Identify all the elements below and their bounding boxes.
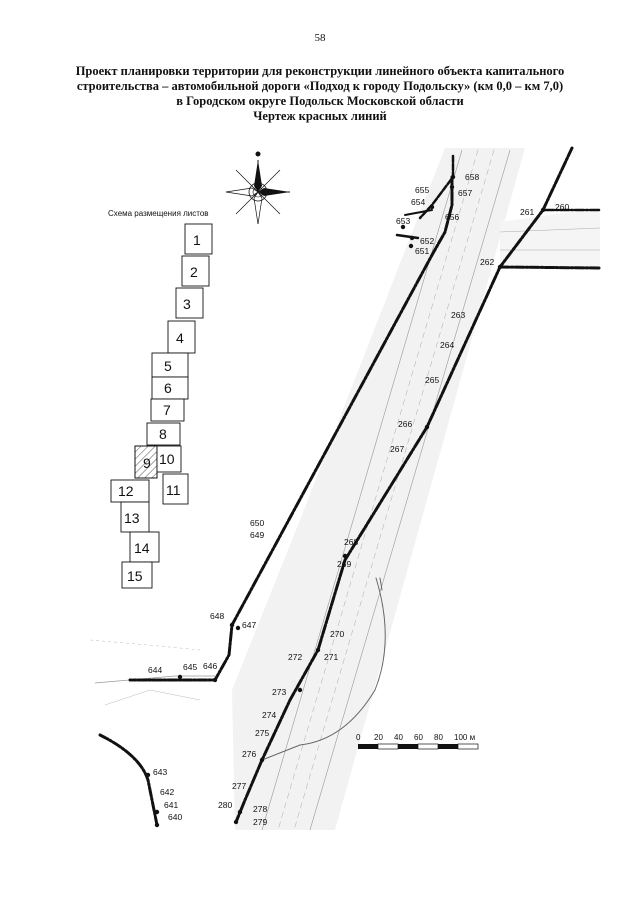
point-labels: 658 655 657 654 653 656 652 651 261 2 6 0 … (148, 172, 569, 827)
point-label-657: 657 (458, 188, 472, 198)
road-corridor (89, 148, 601, 831)
sheet-11-label: 11 (166, 482, 181, 498)
point-label-261: 261 (520, 207, 534, 217)
sheet-5: 5 (151, 352, 189, 378)
point-label-274: 274 (262, 710, 276, 720)
point-label-264: 264 (440, 340, 454, 350)
point-markers (145, 174, 546, 828)
point-label-276: 276 (242, 749, 256, 759)
point-label-650: 650 (250, 518, 264, 528)
sheet-8: 8 (146, 422, 181, 446)
sheet-9-label: 9 (143, 455, 151, 471)
title-line-3: в Городском округе Подольск Московской о… (176, 94, 464, 108)
point-label-645: 645 (183, 662, 197, 672)
point-label-275: 275 (255, 728, 269, 738)
scale-tick-60: 60 (414, 733, 423, 742)
sheet-12-label: 12 (118, 483, 134, 499)
sheet-13-label: 13 (124, 510, 140, 526)
sheet-7-label: 7 (163, 402, 171, 418)
point-label-654: 654 (411, 197, 425, 207)
point-label-269: 269 (337, 559, 351, 569)
point-label-273: 273 (272, 687, 286, 697)
point-label-653: 653 (396, 216, 410, 226)
page-number: 58 (314, 32, 326, 44)
point-label-272: 272 (288, 652, 302, 662)
point-label-266: 266 (398, 419, 412, 429)
point-label-643: 643 (153, 767, 167, 777)
point-label-656: 656 (445, 212, 459, 222)
scale-tick-40: 40 (394, 733, 403, 742)
sheet-14-label: 14 (134, 540, 150, 556)
sheet-2: 2 (181, 255, 210, 287)
scale-tick-100: 100 м (454, 733, 475, 742)
point-label-642: 642 (160, 787, 174, 797)
scale-tick-80: 80 (434, 733, 443, 742)
point-label-651: 651 (415, 246, 429, 256)
sheet-8-label: 8 (159, 426, 167, 442)
point-label-268: 268 (344, 537, 358, 547)
point-label-658: 658 (465, 172, 479, 182)
point-label-267: 267 (390, 444, 404, 454)
sheet-layout-key: Схема размещения листов 1 2 3 4 5 6 7 (108, 209, 213, 589)
sheet-10-label: 10 (159, 451, 175, 467)
sheet-7: 7 (150, 398, 185, 422)
point-label-644: 644 (148, 665, 162, 675)
point-label-271: 271 (324, 652, 338, 662)
sheet-12: 12 (110, 479, 150, 503)
sheet-15: 15 (121, 561, 153, 589)
point-label-277: 277 (232, 781, 246, 791)
sheet-15-label: 15 (127, 568, 143, 584)
point-label-280: 280 (218, 800, 232, 810)
point-label-647: 647 (242, 620, 256, 630)
point-label-279: 279 (253, 817, 267, 827)
compass-rose-icon (225, 151, 290, 225)
sheet-6-label: 6 (164, 380, 172, 396)
sheet-3-label: 3 (183, 296, 191, 312)
point-label-265: 265 (425, 375, 439, 385)
sheet-5-label: 5 (164, 358, 172, 374)
title-line-4: Чертеж красных линий (253, 109, 387, 123)
title-line-1: Проект планировки территории для реконст… (75, 64, 565, 78)
sheet-11: 11 (162, 473, 189, 505)
document-title: Проект планировки территории для реконст… (20, 64, 620, 124)
point-label-278: 278 (253, 804, 267, 814)
layout-key-title: Схема размещения листов (108, 209, 209, 218)
point-label-648: 648 (210, 611, 224, 621)
sheet-2-label: 2 (190, 264, 198, 280)
sheet-13: 13 (120, 501, 150, 533)
point-label-652: 652 (420, 236, 434, 246)
point-label-641: 641 (164, 800, 178, 810)
sheet-1-label: 1 (193, 232, 201, 248)
red-line-right (234, 146, 574, 824)
point-label-270: 270 (330, 629, 344, 639)
scale-tick-0: 0 (356, 733, 361, 742)
sheet-1: 1 (184, 223, 213, 255)
point-label-260: 260 (555, 202, 569, 212)
sheet-10: 10 (156, 445, 182, 473)
point-label-649: 649 (250, 530, 264, 540)
sheet-14: 14 (129, 531, 160, 563)
point-label-640: 640 (168, 812, 182, 822)
title-line-2: строительства – автомобильной дороги «По… (76, 79, 564, 93)
sheet-4: 4 (167, 320, 196, 354)
sheet-6: 6 (151, 376, 189, 400)
point-label-646: 646 (203, 661, 217, 671)
sheet-3: 3 (175, 287, 204, 319)
sheet-9-current: 9 (134, 445, 158, 479)
point-label-655: 655 (415, 185, 429, 195)
point-label-262: 262 (480, 257, 494, 267)
scale-bar: 0 20 40 60 80 100 м (356, 733, 479, 750)
sheet-4-label: 4 (176, 330, 184, 346)
scale-tick-20: 20 (374, 733, 383, 742)
point-label-263: 263 (451, 310, 465, 320)
red-line-lower-left (98, 733, 159, 827)
